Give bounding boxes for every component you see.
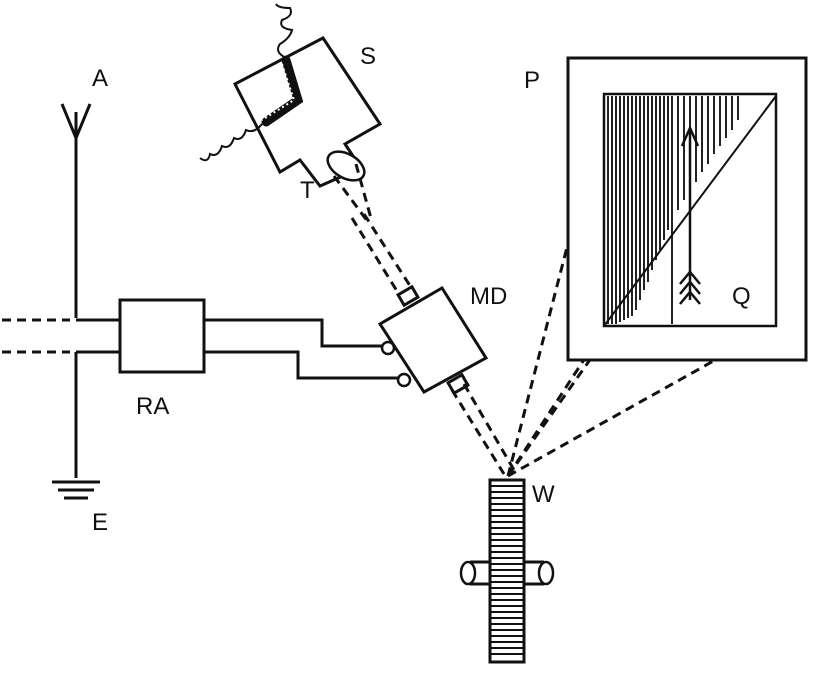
receiver-amplifier-box	[118, 298, 206, 374]
beam-to-wheel	[450, 383, 516, 475]
source-label: S	[360, 43, 376, 70]
antenna	[60, 103, 92, 318]
projection-screen	[566, 56, 808, 362]
modulator-label: MD	[470, 283, 507, 310]
wheel-label: W	[532, 481, 555, 508]
lens	[326, 150, 366, 182]
earth-label: E	[92, 509, 108, 536]
modulator	[377, 284, 489, 396]
light-beam-to-modulator	[332, 163, 416, 297]
lens-label: T	[300, 177, 315, 204]
light-source	[199, 3, 383, 188]
antenna-label: A	[92, 65, 108, 92]
receiver-label: RA	[136, 393, 169, 420]
incoming-signal-lines	[2, 318, 120, 354]
screen-label: P	[524, 67, 540, 94]
image-label: Q	[732, 283, 751, 310]
earth-ground	[52, 352, 100, 500]
mirror-wheel	[459, 478, 555, 664]
receiver-to-modulator-wires	[204, 318, 402, 380]
